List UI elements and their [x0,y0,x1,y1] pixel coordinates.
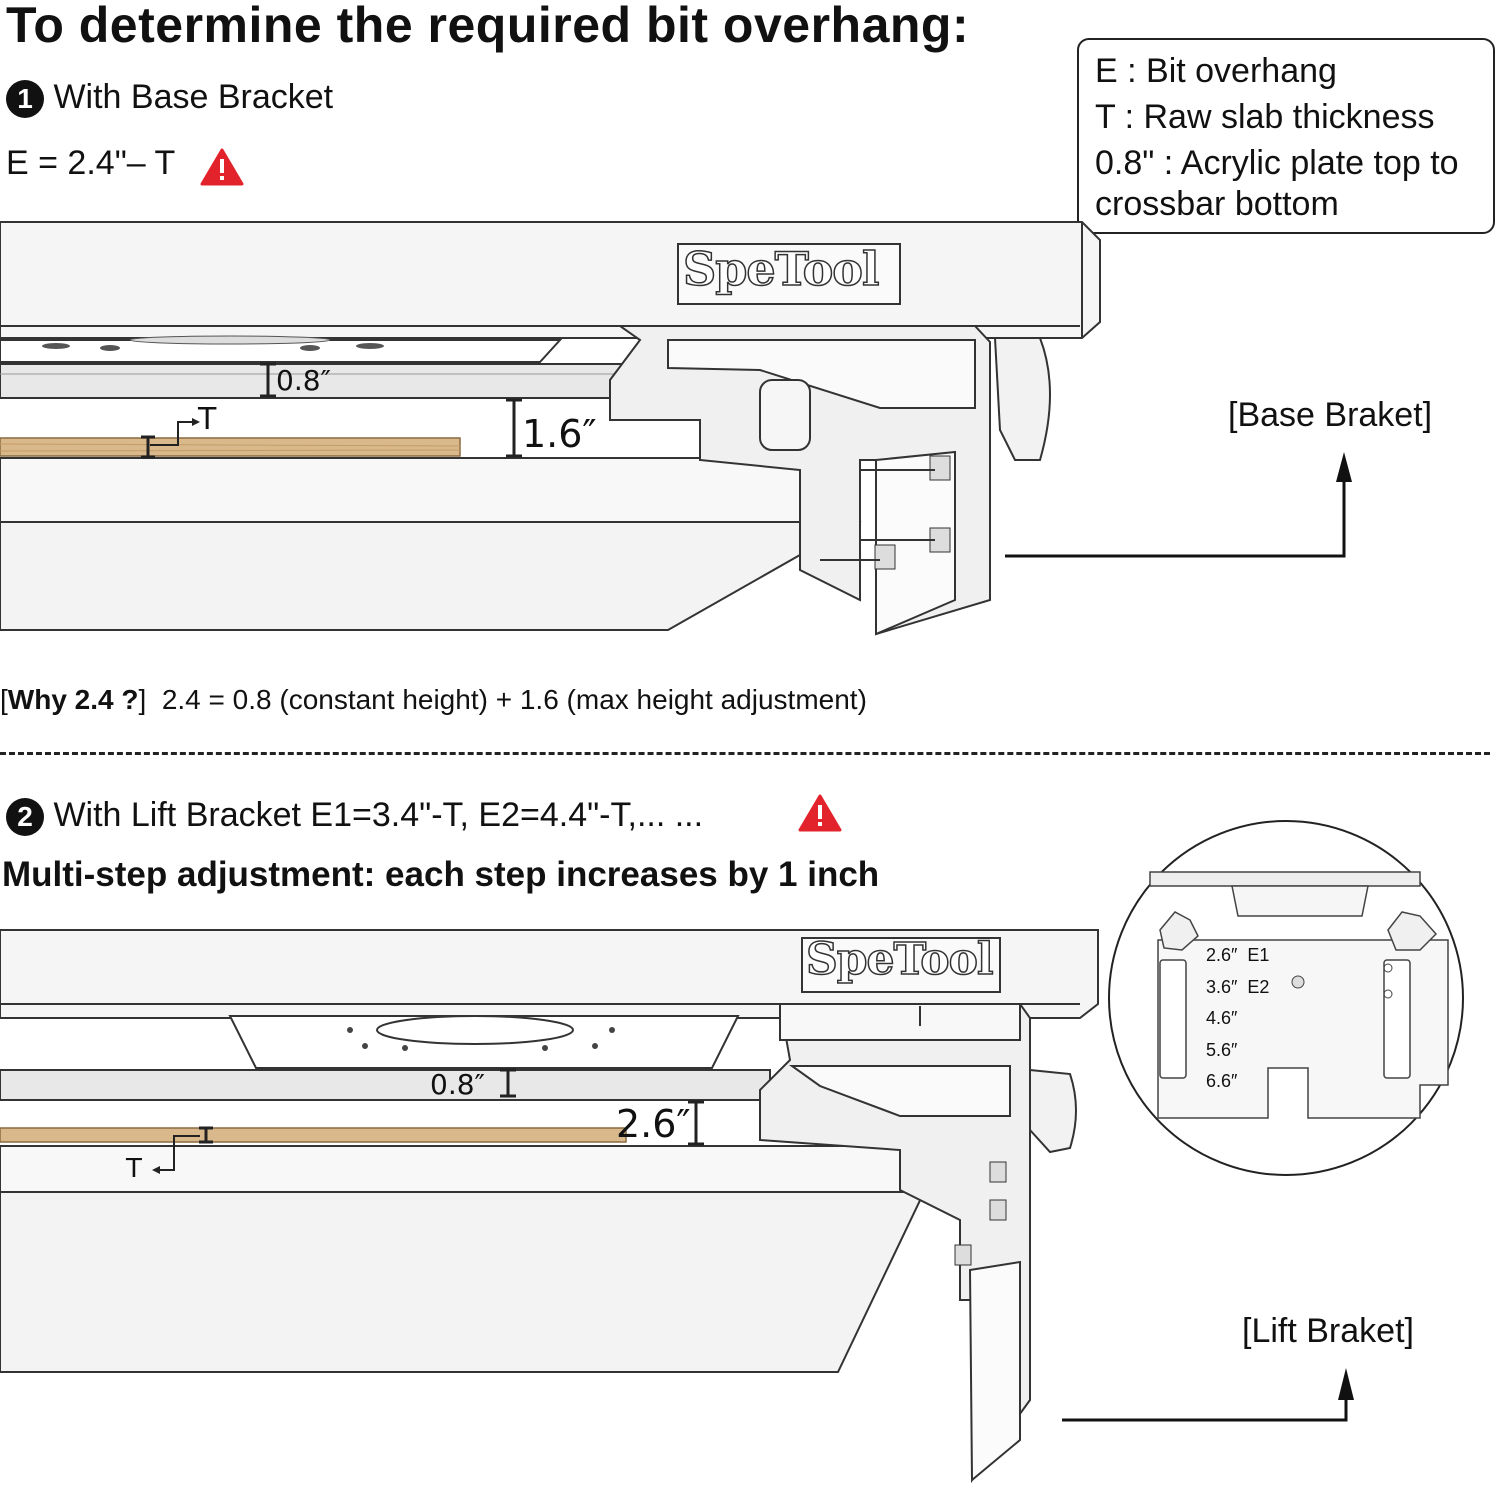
wood-slab-2 [0,1127,627,1143]
dim-plate-2: 0.8″ [430,1068,485,1101]
warning-triangle-icon-2 [798,794,842,832]
section2-heading: With Lift Bracket E1=3.4"-T, E2=4.4"-T,.… [53,796,704,834]
knob-1 [993,337,1051,461]
step-label-row: 5.6″ [1206,1039,1238,1060]
lift-callout-arrow [1062,1396,1348,1422]
legend-e: E : Bit overhang [1095,52,1337,90]
dim-t-2: T [126,1154,142,1184]
detail-circle [1108,820,1464,1176]
step-label-row: 2.6″ E1 [1206,945,1270,965]
step-label-row: 3.6″ E2 [1206,976,1270,997]
dim-adjust-2: 2.6″ [616,1102,691,1146]
base-callout-arrow [1005,476,1346,558]
warning-triangle-icon [200,148,244,186]
step-number-badge: 1 [6,80,44,119]
crossbar-2 [0,1069,771,1101]
brand-logo-2: SpeTool [805,933,994,986]
why-text: 2.4 = 0.8 (constant height) + 1.6 (max h… [161,684,867,715]
section-divider [0,752,1490,755]
dim-adjust-1: 1.6″ [522,412,597,456]
step-label-row: 4.6″ [1206,1008,1238,1028]
section2-subheading: Multi-step adjustment: each step increas… [2,855,880,894]
step-number-badge-2: 2 [6,798,44,837]
formula-base: E = 2.4"– T [6,144,176,182]
formula-row: E = 2.4"– T [6,144,175,183]
legend-plate-line2: crossbar bottom [1095,185,1339,223]
legend-t: T : Raw slab thickness [1095,98,1435,136]
step-labels: 2.6″ E1 3.6″ E2 4.6″ 5.6″ 6.6″ [1206,940,1269,1098]
acrylic-plate-1 [0,339,563,363]
base-bed-1 [0,457,859,523]
dim-plate-1: 0.8″ [276,364,331,397]
why-label: Why 2.4 ? [7,684,139,715]
section2-heading-row: 2 With Lift Bracket E1=3.4"-T, E2=4.4"-T… [6,796,704,837]
legend-box: E : Bit overhang T : Raw slab thickness … [1077,38,1495,234]
wood-slab-1 [0,437,461,457]
section1-heading-row: 1 With Base Bracket [6,78,334,119]
acrylic-plate-2 [228,1015,740,1069]
base-bracket-callout: [Base Braket] [1228,396,1433,434]
knob-2 [1029,1068,1077,1154]
table-top [0,221,1101,339]
section1-heading: With Base Bracket [53,78,334,116]
page-title: To determine the required bit overhang: [6,0,970,53]
dim-t-1: T [198,402,217,437]
why-note: [Why 2.4 ?] 2.4 = 0.8 (constant height) … [0,684,867,715]
step-label-row: 6.6″ [1206,1071,1238,1091]
legend-plate-line1: 0.8" : Acrylic plate top to [1095,144,1459,182]
lift-bracket-callout: [Lift Braket] [1242,1312,1414,1350]
brand-logo-1: SpeTool [682,241,880,297]
